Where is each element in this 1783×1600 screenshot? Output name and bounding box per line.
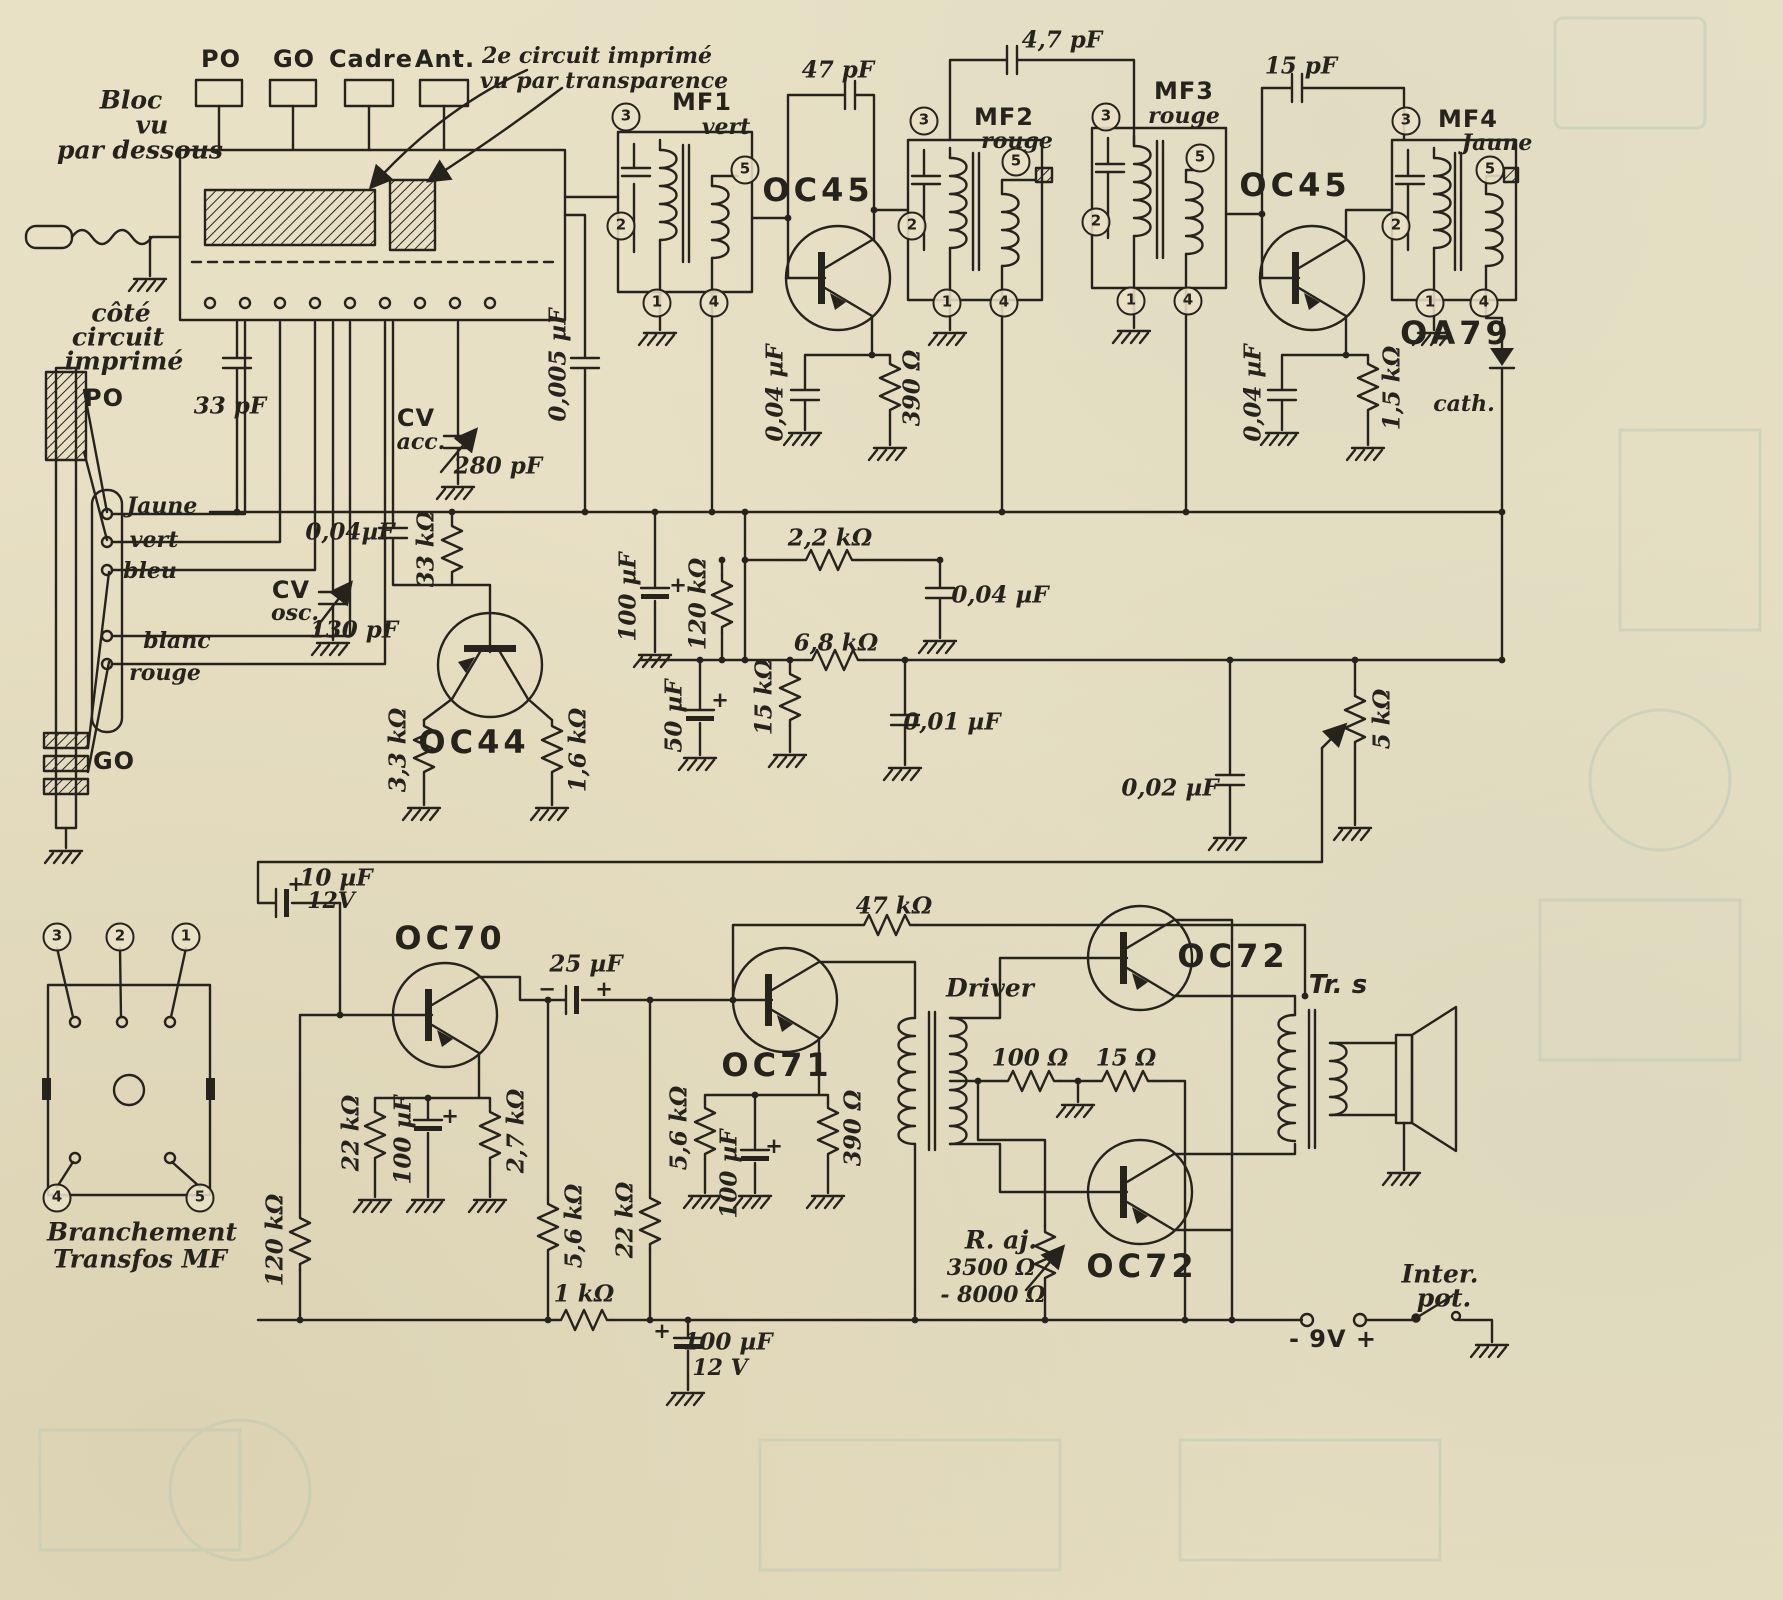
oscillator-section [221,320,570,822]
junction-dots [233,206,1506,1324]
schematic-ink [24,44,1520,1407]
tuner-block [24,68,620,514]
af-amplifier [288,904,1458,1322]
middle-network [208,510,1504,1017]
supply-rail [256,1294,1510,1407]
mf-pinout-diagram [42,946,215,1197]
if-strip [616,44,1520,662]
ferrite-antenna [42,320,387,865]
bleed-through-artifacts [38,16,1762,1572]
